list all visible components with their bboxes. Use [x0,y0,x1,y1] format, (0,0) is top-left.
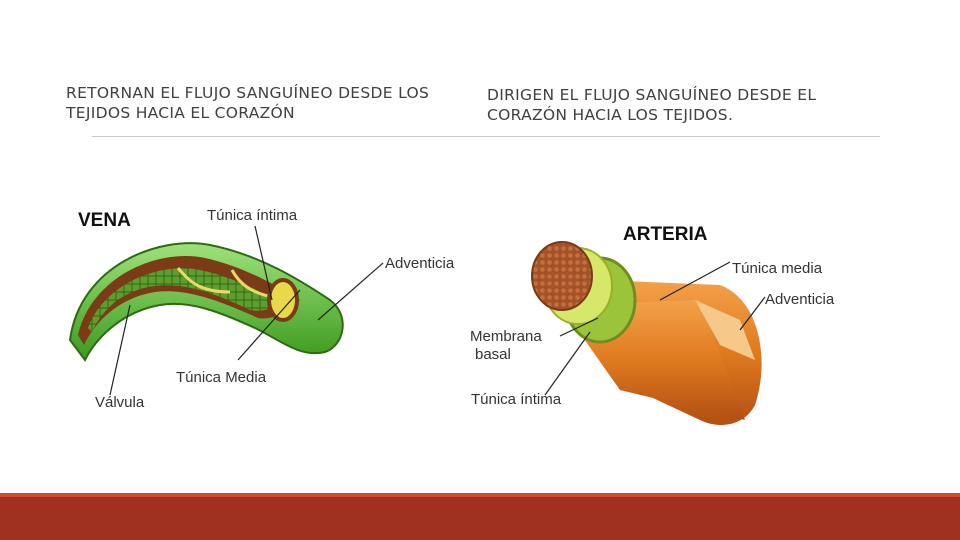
vein-label-adventicia: Adventicia [385,255,455,272]
vein-label-tunica-media: Túnica Media [176,369,267,386]
artery-label-tunica-intima: Túnica íntima [471,391,562,408]
artery-label-basal: basal [475,346,511,363]
vein-diagram: VENA Túnica íntima Adventicia Túnica Med… [70,207,455,411]
artery-title: ARTERIA [623,224,708,245]
artery-core [532,242,592,310]
footer-bar [0,497,960,540]
artery-label-tunica-media: Túnica media [732,260,823,277]
artery-label-membrana: Membrana [470,328,542,345]
vein-label-tunica-intima: Túnica íntima [207,207,298,224]
artery-diagram: ARTERIA Túnica media Adventicia Membrana… [470,224,835,425]
vein-label-valvula: Válvula [95,394,145,411]
vein-title: VENA [78,210,131,231]
vein-cut-end [269,280,297,320]
artery-label-adventicia: Adventicia [765,291,835,308]
